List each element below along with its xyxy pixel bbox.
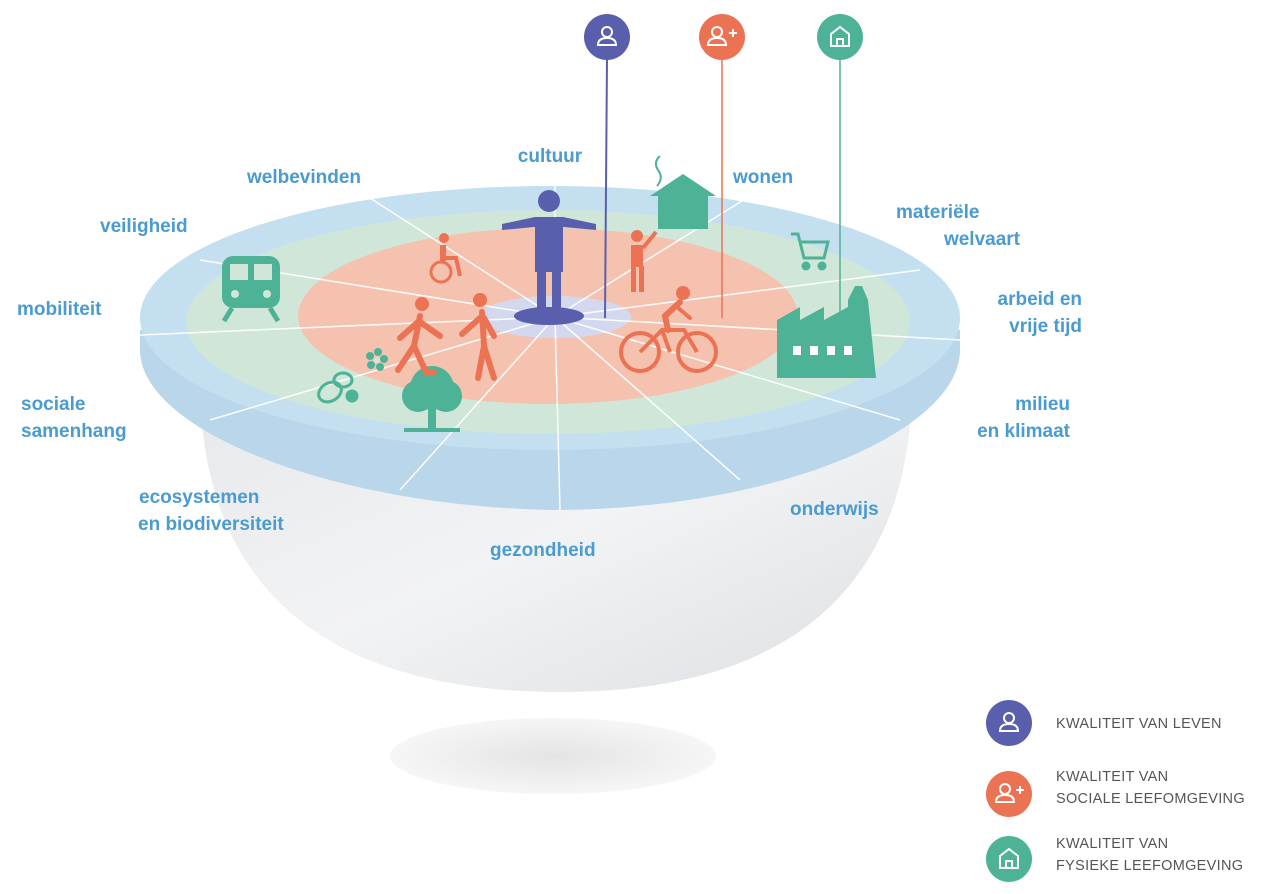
shopping-cart-icon bbox=[791, 232, 830, 271]
quality-of-life-marker bbox=[584, 14, 630, 60]
legend-dot-physical bbox=[986, 836, 1032, 882]
home-icon bbox=[999, 847, 1019, 869]
wheelchair-icon bbox=[429, 233, 462, 284]
legend-text: KWALITEIT VAN LEVEN bbox=[1056, 716, 1222, 732]
physical-marker bbox=[817, 14, 863, 60]
flower-icon bbox=[366, 348, 388, 371]
label-gezondheid: gezondheid bbox=[490, 540, 596, 561]
walking-person-left-icon bbox=[395, 297, 443, 375]
central-person-figure bbox=[502, 190, 596, 325]
label-arbeid-en-vrije-tijd: arbeid en vrije tijd bbox=[997, 289, 1082, 337]
legend-item-quality-of-life: KWALITEIT VAN LEVEN bbox=[986, 700, 1281, 760]
person-plus-icon bbox=[706, 26, 737, 46]
tree-icon bbox=[402, 366, 462, 432]
legend-item-social: KWALITEIT VAN SOCIALE LEEFOMGEVING bbox=[986, 768, 1281, 828]
social-marker bbox=[699, 14, 745, 60]
house-icon bbox=[650, 155, 716, 229]
factory-icon bbox=[777, 286, 876, 378]
floor-shadow bbox=[390, 718, 716, 794]
legend-dot-quality-of-life bbox=[986, 700, 1032, 746]
person-icon bbox=[596, 26, 618, 46]
home-icon bbox=[830, 25, 850, 47]
label-cultuur: cultuur bbox=[517, 146, 583, 167]
label-wonen: wonen bbox=[733, 167, 794, 188]
label-veiligheid: veiligheid bbox=[100, 216, 188, 237]
label-sociale-samenhang: sociale samenhang bbox=[21, 394, 127, 442]
legend-item-physical: KWALITEIT VAN FYSIEKE LEEFOMGEVING bbox=[986, 834, 1281, 894]
bee-icon bbox=[317, 371, 359, 404]
legend-text: KWALITEIT VAN SOCIALE LEEFOMGEVING bbox=[1056, 769, 1245, 807]
label-milieu-en-klimaat: milieu en klimaat bbox=[977, 394, 1070, 442]
label-mobiliteit: mobiliteit bbox=[17, 299, 102, 320]
cyclist-icon bbox=[619, 286, 718, 373]
label-ecosystemen-en-biodiversiteit: ecosystemen en biodiversiteit bbox=[138, 487, 284, 535]
label-materiele-welvaart: materiële welvaart bbox=[896, 202, 1020, 250]
connector-line-quality-of-life bbox=[604, 57, 608, 319]
legend-dot-social bbox=[986, 771, 1032, 817]
waving-person-icon bbox=[631, 230, 658, 292]
label-welbevinden: welbevinden bbox=[247, 167, 362, 188]
label-onderwijs: onderwijs bbox=[790, 499, 879, 520]
person-plus-icon bbox=[994, 783, 1024, 803]
person-icon bbox=[998, 712, 1020, 732]
legend-text: KWALITEIT VAN FYSIEKE LEEFOMGEVING bbox=[1056, 836, 1244, 874]
walking-person-right-icon bbox=[459, 293, 497, 381]
train-icon bbox=[221, 256, 281, 323]
